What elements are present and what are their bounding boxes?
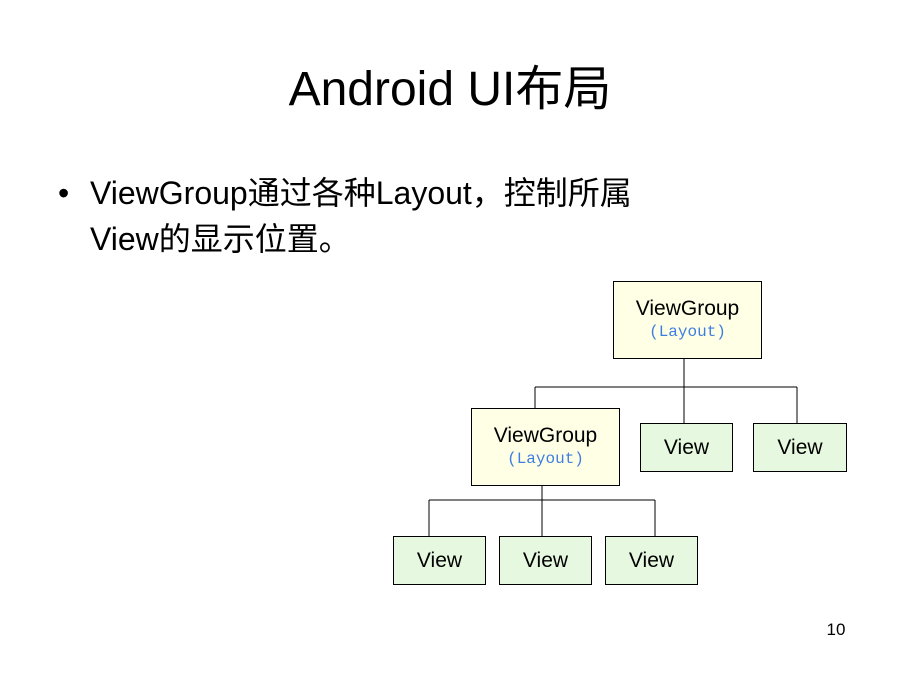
view-node-grandchild-3: View <box>605 536 698 585</box>
slide-title: Android UI布局 <box>288 63 612 116</box>
view-node-grandchild-1: View <box>393 536 486 585</box>
bullet-text: ViewGroup通过各种Layout，控制所属 View的显示位置。 <box>90 170 778 262</box>
root-viewgroup-node: ViewGroup (Layout) <box>613 281 762 359</box>
page-number: 10 <box>826 620 846 639</box>
root-viewgroup-title: ViewGroup <box>635 297 740 320</box>
bullet-line-1: ViewGroup通过各种Layout，控制所属 <box>90 175 632 211</box>
root-viewgroup-subtitle: (Layout) <box>649 323 726 341</box>
child-viewgroup-title: ViewGroup <box>493 424 598 447</box>
child-viewgroup-subtitle: (Layout) <box>507 450 584 468</box>
child-viewgroup-node: ViewGroup (Layout) <box>471 408 620 486</box>
bullet-marker: • <box>58 175 70 211</box>
view-node-child-2: View <box>753 423 847 472</box>
view-node-grandchild-2: View <box>499 536 592 585</box>
view-node-child-1: View <box>640 423 733 472</box>
bullet-line-2: View的显示位置。 <box>90 221 351 257</box>
bullet-item: • ViewGroup通过各种Layout，控制所属 View的显示位置。 <box>58 170 778 262</box>
